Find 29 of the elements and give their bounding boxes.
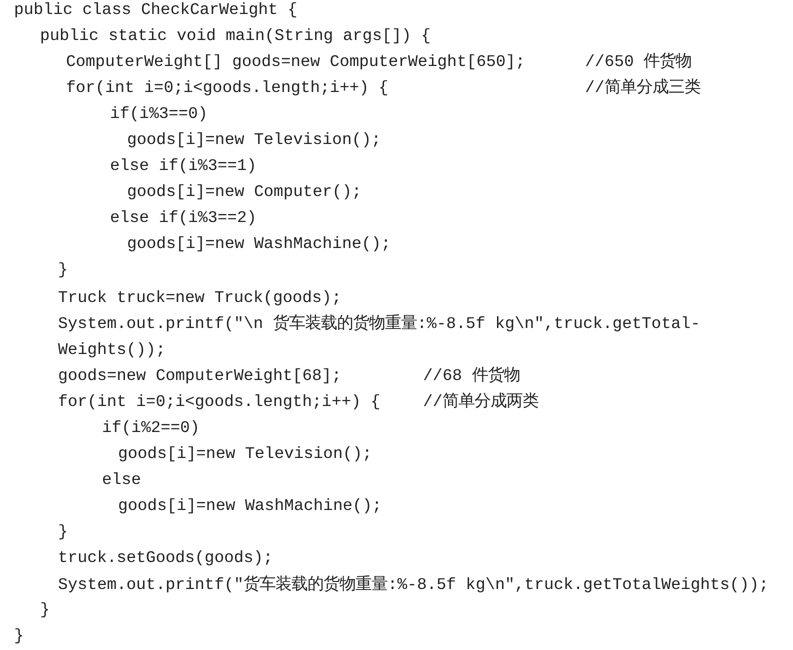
code-line: else [102, 469, 142, 491]
code-line: System.out.printf("货车装载的货物重量:%-8.5f kg\n",truck.getTotalWeights()); [58, 574, 769, 596]
code-line: public class CheckCarWeight { [14, 0, 298, 21]
code-line: for(int i=0;i<goods.length;i++) { [58, 391, 380, 413]
code-comment: //650 件货物 [585, 51, 692, 73]
code-line: } [40, 599, 50, 621]
code-line: Truck truck=new Truck(goods); [58, 287, 342, 309]
code-line: if(i%2==0) [102, 417, 200, 439]
code-line: goods=new ComputerWeight[68]; [58, 365, 342, 387]
code-comment: //68 件货物 [423, 365, 520, 387]
code-comment: //简单分成两类 [423, 391, 539, 413]
code-line: goods[i]=new WashMachine(); [127, 233, 391, 255]
code-line: goods[i]=new Computer(); [127, 181, 362, 203]
code-line: } [58, 259, 68, 281]
code-line: goods[i]=new WashMachine(); [118, 495, 382, 517]
code-line: System.out.printf("\n 货车装载的货物重量:%-8.5f kg\n",truck.getTotal- [58, 313, 700, 335]
code-line: public static void main(String args[]) { [40, 25, 431, 47]
code-line: else if(i%3==1) [110, 155, 257, 177]
code-line: Weights()); [58, 339, 166, 361]
code-line: else if(i%3==2) [110, 207, 257, 229]
code-line: goods[i]=new Television(); [118, 443, 372, 465]
code-line: if(i%3==0) [110, 103, 208, 125]
code-line: for(int i=0;i<goods.length;i++) { [66, 77, 388, 99]
code-line: } [14, 625, 24, 647]
code-comment: //简单分成三类 [585, 77, 701, 99]
code-line: ComputerWeight[] goods=new ComputerWeight[650]; [66, 51, 526, 73]
code-line: goods[i]=new Television(); [127, 129, 382, 151]
code-line: truck.setGoods(goods); [58, 547, 273, 569]
code-line: } [58, 521, 68, 543]
